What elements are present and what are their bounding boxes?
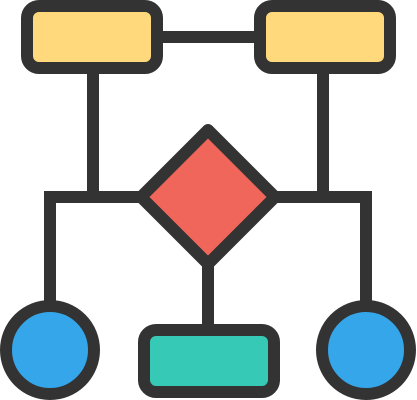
bottom-right-circle xyxy=(316,300,416,400)
bottom-left-circle xyxy=(0,300,100,400)
center-diamond xyxy=(135,124,281,270)
top-left-box xyxy=(21,0,163,74)
bottom-center-box xyxy=(138,324,280,398)
top-right-box xyxy=(254,0,396,74)
